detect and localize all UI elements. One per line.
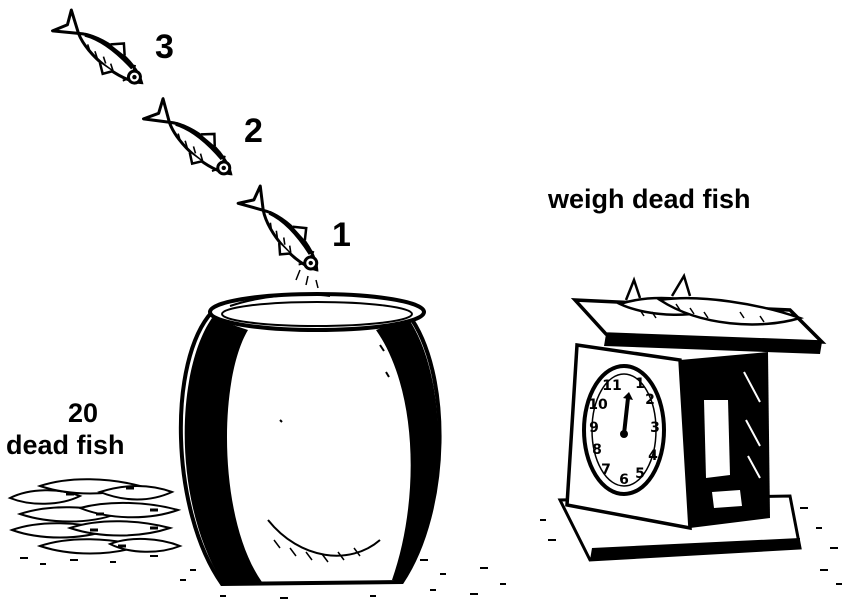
dial-number: 11 <box>602 378 621 394</box>
fish-2-icon <box>142 93 244 187</box>
weighing-scale-icon: 1 2 3 4 5 6 7 8 9 10 11 <box>560 276 822 560</box>
fish-2-number: 2 <box>244 114 263 148</box>
clay-pot-icon <box>181 294 440 584</box>
dial-number: 1 <box>635 376 645 392</box>
dial-number: 2 <box>645 392 655 408</box>
pile-count: 20 <box>38 400 128 427</box>
dial-number: 5 <box>635 466 645 482</box>
fish-pile-icon <box>10 479 180 553</box>
dial-number: 8 <box>592 442 602 458</box>
dial-number: 10 <box>588 397 608 413</box>
dial-number: 7 <box>601 462 611 478</box>
scale-caption: weigh dead fish <box>548 186 751 213</box>
splash-marks <box>296 270 318 288</box>
dial-number: 3 <box>650 420 660 436</box>
fish-3-icon <box>51 4 154 96</box>
dial-number: 9 <box>589 420 599 436</box>
dial-number: 6 <box>619 472 629 488</box>
fish-3-number: 3 <box>155 30 174 64</box>
fish-1-icon <box>236 181 332 282</box>
dial-number: 4 <box>648 448 658 464</box>
fish-1-number: 1 <box>332 218 351 252</box>
pile-caption: dead fish <box>6 432 125 459</box>
